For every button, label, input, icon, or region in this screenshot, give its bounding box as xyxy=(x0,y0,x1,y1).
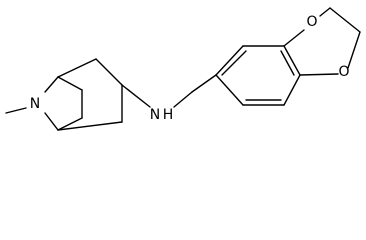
bond-bridgehead-top-c6 xyxy=(57,76,83,91)
bond-ch2-o-bottom xyxy=(347,31,361,69)
tropane-bonds xyxy=(5,58,123,131)
bond-c7-bridgehead-bottom xyxy=(57,117,83,131)
atom-label-n-methyl: N xyxy=(30,96,40,112)
linker-bonds xyxy=(121,74,217,108)
bond-c3-nh xyxy=(121,84,151,108)
bond-ar1-ar2 xyxy=(215,45,244,76)
atom-label-h-amine: H xyxy=(163,107,174,123)
structure-canvas: N N H O O xyxy=(5,7,361,131)
bond-c2-c3 xyxy=(95,58,123,86)
bond-o-top-ch2 xyxy=(319,7,331,17)
bond-methyl-n xyxy=(5,107,27,114)
bond-ar3-ar4 xyxy=(283,45,301,76)
bond-c4-bridgehead-bottom xyxy=(57,121,123,131)
benzodioxane-bonds xyxy=(215,7,361,106)
bond-n-bridgehead-top xyxy=(44,76,59,93)
bond-ar4-ar5 xyxy=(283,74,301,106)
bond-n-bridgehead-bottom xyxy=(44,112,59,131)
atom-label-o-bottom: O xyxy=(338,64,349,80)
bond-ar3-ar4-inner xyxy=(280,50,295,76)
bond-ar6-ar1 xyxy=(215,74,244,106)
bond-ch2-aryl xyxy=(191,74,217,93)
atom-label-n-amine: N xyxy=(150,107,160,123)
bond-ch2-ch2 xyxy=(329,7,361,33)
bond-nh-ch2 xyxy=(173,91,193,108)
bond-ar1-ar2-inner xyxy=(221,50,247,76)
bond-bridgehead-top-c2 xyxy=(57,58,97,78)
atom-label-o-top: O xyxy=(306,14,317,30)
bond-o-bottom-ar4 xyxy=(299,73,339,76)
bond-ar3-o-top xyxy=(283,29,305,47)
atom-labels: N N H O O xyxy=(30,14,350,123)
molecule-structure: N N H O O xyxy=(5,7,361,131)
